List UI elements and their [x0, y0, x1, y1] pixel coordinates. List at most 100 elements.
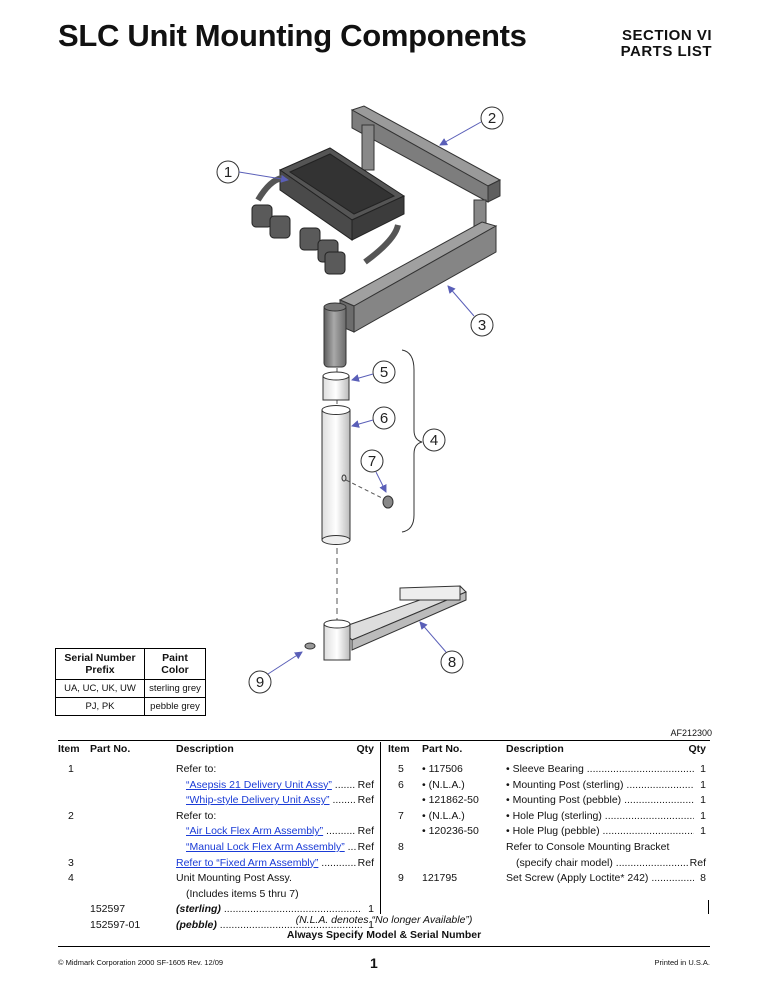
- page-number: 1: [370, 955, 378, 971]
- column-divider: [380, 742, 381, 914]
- callout-4: 4: [422, 428, 446, 452]
- parts-row: • 121862-50 • Mounting Post (pebble) ....…: [388, 793, 708, 809]
- parts-row: “Air Lock Flex Arm Assembly” ...........…: [58, 824, 376, 840]
- description: Refer to:: [176, 809, 217, 822]
- item-number: 6: [398, 778, 404, 791]
- description-link[interactable]: “Manual Lock Flex Arm Assembly” ........…: [186, 840, 362, 853]
- page-title: SLC Unit Mounting Components: [58, 18, 527, 53]
- delivery-unit-part: [251, 147, 406, 275]
- nla-note: (N.L.A. denotes “No longer Available”): [295, 914, 473, 926]
- description-link[interactable]: Refer to “Fixed Arm Assembly” ..........…: [176, 856, 362, 869]
- table-row: PJ, PK pebble grey: [55, 697, 206, 716]
- section-name: PARTS LIST: [620, 43, 712, 60]
- footer-divider: [58, 946, 710, 947]
- parts-row: 1 Refer to:: [58, 762, 376, 778]
- part-number: • (N.L.A.): [422, 809, 465, 822]
- callout-1: 1: [216, 160, 289, 184]
- quantity: Ref: [687, 855, 706, 872]
- quantity: Ref: [355, 855, 374, 872]
- description: (Includes items 5 thru 7): [186, 887, 299, 900]
- svg-text:1: 1: [224, 164, 232, 181]
- parts-row: “Whip-style Delivery Unit Assy” ........…: [58, 793, 376, 809]
- item-number: 1: [68, 763, 74, 775]
- section-number: SECTION VI: [621, 27, 712, 44]
- parts-row: 5 • 117506 • Sleeve Bearing ..............…: [388, 762, 708, 778]
- parts-row: “Manual Lock Flex Arm Assembly” ........…: [58, 839, 376, 856]
- description: (sterling) .............................…: [176, 903, 362, 916]
- copyright: © Midmark Corporation 2000 SF-1605 Rev. …: [58, 958, 224, 967]
- quantity: 1: [698, 824, 706, 840]
- item-number: 2: [68, 809, 74, 822]
- quantity: Ref: [355, 793, 374, 809]
- parts-header: Item Part No. Description Qty: [58, 743, 374, 755]
- part-number: • 117506: [422, 763, 463, 775]
- fixed-arm-part: [323, 221, 498, 368]
- parts-row: 6• (N.L.A.)• Mounting Post (sterling) ..…: [388, 777, 708, 794]
- drawing-id: AF212300: [670, 728, 712, 738]
- parts-row: 9 121795 Set Screw (Apply Loctite* 242) ..…: [388, 871, 708, 887]
- description: • Hole Plug (pebble) ...................…: [506, 825, 694, 838]
- description: • Sleeve Bearing .......................…: [506, 763, 694, 775]
- printed-in: Printed in U.S.A.: [654, 958, 710, 967]
- parts-row: 152597 (sterling) .......................…: [58, 902, 376, 918]
- description: Refer to:: [176, 763, 217, 775]
- svg-text:2: 2: [488, 110, 496, 127]
- description: (pebble) ...............................…: [176, 918, 362, 931]
- description: Refer to Console Mounting Bracket: [506, 840, 670, 853]
- parts-row: • 120236-50 • Hole Plug (pebble) ........…: [388, 824, 708, 840]
- callout-7: 7: [360, 449, 387, 493]
- quantity: 1: [698, 793, 706, 809]
- parts-row: (specify chair model) ..................…: [388, 855, 708, 872]
- svg-text:9: 9: [256, 674, 264, 691]
- svg-text:8: 8: [448, 654, 456, 671]
- callout-2: 2: [439, 106, 504, 146]
- flex-arm-part: [350, 105, 502, 231]
- quantity: Ref: [355, 839, 374, 856]
- parts-header: Item Part No. Description Qty: [388, 743, 706, 755]
- item-number: 9: [398, 872, 404, 885]
- description: (specify chair model) ..................…: [516, 856, 694, 869]
- part-number: 152597: [90, 903, 126, 916]
- quantity: 1: [366, 917, 374, 934]
- parts-list-right: Item Part No. Description Qty 5 • 117506 •…: [388, 742, 708, 887]
- divider: [58, 740, 710, 741]
- svg-text:5: 5: [380, 364, 388, 381]
- parts-row: “Asepsis 21 Delivery Unit Assy” ........…: [58, 777, 376, 794]
- parts-row: 2 Refer to:: [58, 809, 376, 825]
- parts-row: 3 Refer to “Fixed Arm Assembly” .........…: [58, 855, 376, 872]
- svg-text:3: 3: [478, 317, 486, 334]
- description: Set Screw (Apply Loctite* 242) .........…: [506, 872, 694, 885]
- part-number: • 120236-50: [422, 825, 479, 838]
- quantity: 1: [698, 808, 706, 825]
- mounting-post-part: [321, 405, 351, 545]
- svg-text:7: 7: [368, 453, 376, 470]
- part-number: 121795: [422, 872, 458, 885]
- svg-text:4: 4: [430, 432, 438, 449]
- description-link[interactable]: “Asepsis 21 Delivery Unit Assy” ........…: [186, 778, 362, 791]
- parts-row: 7• (N.L.A.)• Hole Plug (sterling) ......…: [388, 808, 708, 825]
- item-number: 3: [68, 856, 74, 869]
- column-divider-end: [708, 900, 709, 914]
- description: • Mounting Post (pebble) ...............…: [506, 794, 694, 807]
- quantity: 1: [698, 777, 706, 794]
- description: Unit Mounting Post Assy.: [176, 872, 292, 885]
- description-link[interactable]: “Air Lock Flex Arm Assembly” ...........…: [186, 825, 362, 838]
- set-screw-part: [304, 642, 316, 650]
- specify-note: Always Specify Model & Serial Number: [286, 929, 482, 941]
- parts-row: (Includes items 5 thru 7): [58, 887, 376, 903]
- svg-text:6: 6: [380, 410, 388, 427]
- description-link[interactable]: “Whip-style Delivery Unit Assy” ........…: [186, 794, 362, 807]
- part-number: • (N.L.A.): [422, 778, 465, 791]
- sleeve-bearing-part: [322, 371, 350, 401]
- quantity: 1: [698, 762, 706, 778]
- callout-5: 5: [351, 360, 396, 384]
- item-number: 5: [398, 763, 404, 775]
- part-number: • 121862-50: [422, 794, 479, 807]
- section-label: SECTION VI PARTS LIST: [621, 28, 712, 60]
- quantity: 1: [366, 902, 374, 918]
